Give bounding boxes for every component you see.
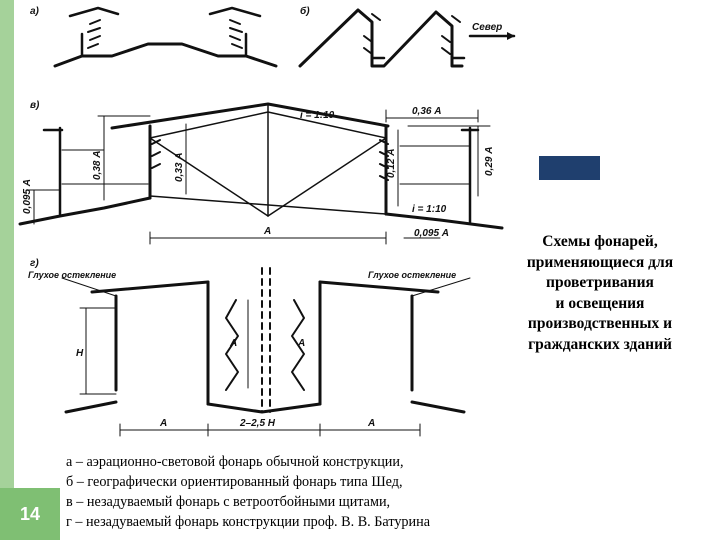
page-number: 14 bbox=[0, 488, 60, 540]
scheme-a-roof bbox=[53, 42, 278, 68]
label-glazing-right: Глухое остекление bbox=[368, 270, 456, 280]
scheme-g-valley bbox=[206, 402, 322, 414]
caption-line: гражданских зданий bbox=[528, 335, 672, 353]
caption-line: и освещения bbox=[555, 294, 645, 312]
scheme-g bbox=[61, 267, 471, 437]
scheme-b-louvres bbox=[363, 13, 461, 55]
scheme-g-base-left bbox=[64, 400, 118, 414]
figure-legend: а – аэрационно-световой фонарь обычной к… bbox=[66, 452, 536, 532]
label-036A: 0,36 А bbox=[412, 106, 441, 117]
label-A-zigzag-right: А bbox=[297, 338, 305, 349]
sidebar-strip bbox=[0, 0, 14, 540]
label-a: а) bbox=[30, 6, 40, 17]
legend-item: б – географически ориентированный фонарь… bbox=[66, 474, 403, 490]
scheme-g-dimensions bbox=[61, 277, 471, 437]
scheme-b bbox=[298, 8, 516, 68]
scheme-g-left-zigzag bbox=[225, 299, 239, 391]
label-2-25H: 2–2,5 Н bbox=[239, 418, 276, 429]
scheme-a-right-cap bbox=[208, 6, 262, 18]
label-A-g-right: А bbox=[367, 418, 375, 429]
label-H: Н bbox=[76, 348, 84, 359]
label-v: в) bbox=[30, 100, 40, 111]
scheme-g-left-roof bbox=[90, 280, 210, 294]
label-g: г) bbox=[30, 258, 39, 269]
scheme-v-right-roof bbox=[384, 212, 504, 230]
label-012A: 0,12 А bbox=[386, 149, 397, 178]
slide-caption: Схемы фонарей, применяющиеся для проветр… bbox=[500, 232, 700, 355]
scheme-a-left-cap bbox=[68, 6, 120, 18]
label-A-v: А bbox=[263, 226, 271, 237]
scheme-g-right-zigzag bbox=[291, 299, 305, 391]
label-slope-bottom: i = 1:10 bbox=[412, 204, 447, 215]
label-slope-top: i = 1:10 bbox=[300, 110, 335, 121]
scheme-v-left-shield bbox=[42, 126, 64, 216]
legend-item: в – незадуваемый фонарь с ветроотбойными… bbox=[66, 494, 391, 510]
label-A-g-left: А bbox=[159, 418, 167, 429]
accent-swatch bbox=[539, 156, 600, 180]
label-0095A-right: 0,095 А bbox=[414, 228, 449, 239]
scheme-a-left-louvres bbox=[87, 19, 101, 49]
scheme-g-right-roof bbox=[318, 280, 440, 294]
scheme-v-left-roof bbox=[18, 196, 152, 226]
label-033A: 0,33 А bbox=[174, 153, 185, 182]
label-north: Север bbox=[472, 22, 502, 33]
label-038A: 0,38 А bbox=[92, 151, 103, 180]
scheme-a bbox=[53, 6, 278, 68]
caption-line: проветривания bbox=[546, 274, 654, 291]
scheme-v-right-shield bbox=[460, 126, 480, 224]
scheme-a-right-louvres bbox=[229, 19, 243, 49]
scheme-g-base-right bbox=[410, 400, 466, 414]
caption-line: Схемы фонарей, bbox=[542, 233, 658, 250]
caption-line: производственных и bbox=[527, 315, 673, 332]
lantern-schemes-drawing: а) б) Север в) i = 1:10 0,36 А 0,29 А 0,… bbox=[18, 5, 516, 437]
scheme-v-truss bbox=[149, 103, 387, 217]
label-b: б) bbox=[300, 5, 310, 17]
label-0095A-left: 0,095 А bbox=[22, 179, 33, 214]
label-029A: 0,29 А bbox=[484, 147, 495, 176]
scheme-b-sawtooth bbox=[298, 8, 464, 68]
legend-item: г – незадуваемый фонарь конструкции проф… bbox=[66, 514, 431, 530]
label-A-zigzag-left: А bbox=[229, 338, 237, 349]
scheme-v-louvres bbox=[151, 139, 389, 181]
scheme-v bbox=[18, 102, 504, 245]
scheme-v-dimensions bbox=[27, 109, 491, 245]
label-glazing-left: Глухое остекление bbox=[28, 270, 116, 280]
legend-item: а – аэрационно-световой фонарь обычной к… bbox=[66, 454, 404, 470]
caption-line: применяющиеся для bbox=[526, 253, 674, 271]
